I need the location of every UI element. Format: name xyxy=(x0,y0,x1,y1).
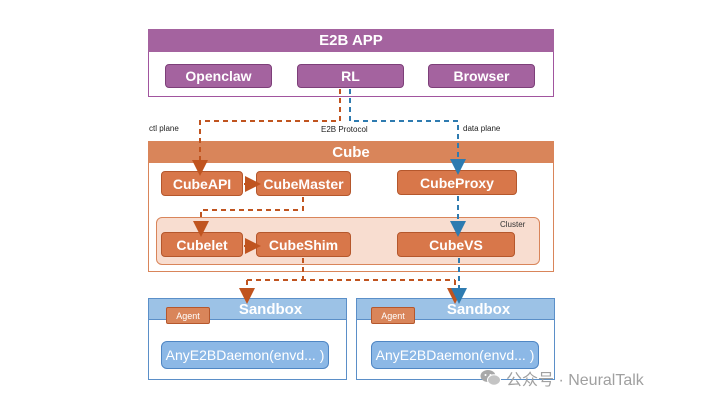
e2b-app-title: E2B APP xyxy=(148,29,554,52)
master-to-cubelet-arrow xyxy=(193,197,304,237)
cubelet-node[interactable]: Cubelet xyxy=(161,232,243,257)
ctl-plane-arrow xyxy=(192,89,341,176)
daemon-node-1[interactable]: AnyE2BDaemon(envd... ) xyxy=(161,341,329,369)
ctl-plane-label: ctl plane xyxy=(149,124,179,133)
data-plane-label: data plane xyxy=(463,124,501,133)
cubeshim-node[interactable]: CubeShim xyxy=(256,232,351,257)
agent-tag-1: Agent xyxy=(166,307,210,324)
daemon-node-2[interactable]: AnyE2BDaemon(envd... ) xyxy=(371,341,539,369)
e2b-protocol-label: E2B Protocol xyxy=(321,125,368,134)
cube-title: Cube xyxy=(148,141,554,163)
cubemaster-node[interactable]: CubeMaster xyxy=(256,171,351,196)
cluster-label: Cluster xyxy=(500,220,526,229)
shim-to-sandboxes-arrow xyxy=(246,258,456,295)
openclaw-node[interactable]: Openclaw xyxy=(165,64,272,88)
wechat-icon xyxy=(480,370,501,386)
agent-tag-2: Agent xyxy=(371,307,415,324)
browser-node[interactable]: Browser xyxy=(428,64,535,88)
rl-node[interactable]: RL xyxy=(297,64,404,88)
watermark: 公众号 · NeuralTalk xyxy=(480,366,644,390)
data-plane-arrow xyxy=(349,89,466,175)
